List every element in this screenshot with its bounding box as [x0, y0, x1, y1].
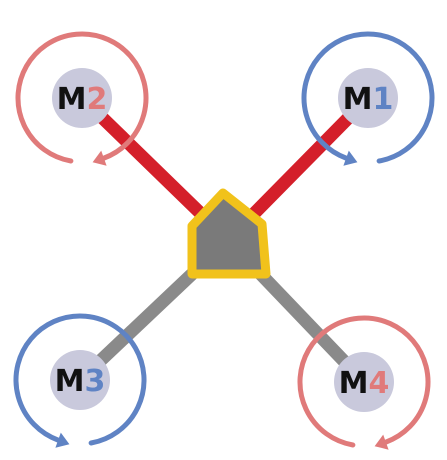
- motor-letter: M: [55, 364, 85, 399]
- motor-hub-m4: [334, 352, 394, 412]
- motor-letter: M: [339, 366, 369, 401]
- motor-label-m1: M1: [343, 82, 394, 117]
- rotation-arc-m2: [15, 31, 149, 164]
- motor-digit: 1: [372, 82, 393, 117]
- motor-label-m2: M2: [57, 82, 108, 117]
- motor-label-m4: M4: [339, 366, 390, 401]
- motor-digit: 4: [368, 366, 389, 401]
- rotation-arrows: [13, 31, 435, 450]
- body-shape: [187, 188, 271, 279]
- rotation-arrowhead-m4: [374, 434, 389, 450]
- rotation-arrowhead-m2: [92, 150, 107, 166]
- motor-hub-m2: [52, 68, 112, 128]
- motor-label-m3: M3: [55, 364, 106, 399]
- motor-digit: 2: [86, 82, 107, 117]
- motor-hub-m3: [50, 350, 110, 410]
- motor-letter: M: [57, 82, 87, 117]
- flight-controller-body: [187, 188, 271, 279]
- rotation-arrowhead-m3: [55, 432, 70, 448]
- rotation-arrowhead-m1: [343, 150, 358, 166]
- motor-hub-m1: [338, 68, 398, 128]
- motor-digit: 3: [84, 364, 105, 399]
- rotation-arc-m4: [297, 315, 431, 448]
- rotation-arc-m1: [301, 31, 435, 164]
- motor-letter: M: [343, 82, 373, 117]
- rotation-arc-m3: [13, 313, 147, 446]
